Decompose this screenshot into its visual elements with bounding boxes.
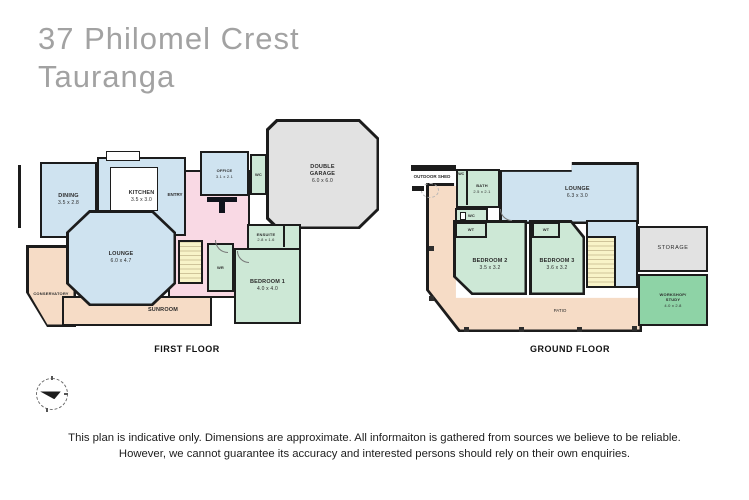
page-title: 37 Philomel Crest Tauranga [38, 20, 300, 96]
patio-post [632, 326, 637, 331]
room-dims: 6.3 x 3.0 [566, 193, 588, 200]
room-dims: 2.8 x 1.6 [257, 237, 275, 242]
title-city: Tauranga [38, 58, 176, 94]
room-label: CONSERVATORY [33, 291, 69, 297]
patio-post [429, 296, 434, 301]
toilet-fixture [460, 212, 466, 220]
patio-post [429, 246, 434, 251]
room-label: WC [467, 212, 476, 218]
compass-icon [34, 376, 70, 412]
room-label: BEDROOM 1 [249, 279, 286, 286]
desk-top [207, 197, 237, 202]
room-label: SUNROOM [147, 307, 179, 314]
room-label: WC [254, 171, 263, 177]
room-label: BEDROOM 3 [539, 257, 575, 264]
room-bedroom3: BEDROOM 3 3.6 x 3.2 [529, 220, 585, 295]
staircase-ground-floor [586, 236, 616, 288]
room-dims: 4.0 x 4.0 [257, 286, 278, 293]
room-wt1: WT [455, 222, 487, 238]
room-office: OFFICE 3.1 x 2.1 [200, 151, 249, 196]
room-dims: 2.5 x 2.1 [473, 188, 491, 194]
room-conservatory: CONSERVATORY [26, 245, 76, 327]
room-label: DINING [58, 193, 79, 200]
room-bath: BATH 2.5 x 2.1 [456, 169, 500, 208]
room-garage: DOUBLE GARAGE 6.0 x 6.0 [266, 119, 379, 229]
room-dims: 3.1 x 2.1 [215, 173, 234, 179]
patio-post [519, 327, 524, 332]
ground-floor-caption: GROUND FLOOR [530, 344, 610, 354]
patio-post [577, 327, 582, 332]
room-dims: 3.5 x 3.2 [479, 264, 501, 271]
disclaimer-line2: However, we cannot guarantee its accurac… [118, 447, 631, 460]
room-dims: 3.5 x 2.8 [58, 200, 79, 207]
room-ensuite: ENSUITE 2.8 x 1.6 [247, 224, 301, 250]
hwc-divider [466, 171, 468, 205]
room-label: WT [467, 227, 475, 233]
room-label: WR [216, 264, 225, 270]
kitchen-counter [110, 167, 158, 211]
room-lounge-first: LOUNGE 6.0 x 4.7 [66, 210, 176, 306]
room-label: OFFICE [216, 168, 233, 174]
room-dims: 6.0 x 6.0 [312, 177, 333, 184]
room-label: BATH [476, 183, 488, 189]
room-workshop: WORKSHOP/ STUDY 4.0 x 2.8 [638, 274, 708, 326]
outdoor-shed-label: OUTDOOR SHED [413, 174, 451, 179]
room-label: STORAGE [657, 245, 689, 252]
deck-wall [18, 165, 21, 228]
kitchen-bay-window [106, 151, 140, 161]
room-entry-label: ENTRY [167, 192, 183, 197]
room-dims: 3.5 x 3.0 [131, 196, 152, 203]
room-storage: STORAGE [638, 226, 708, 272]
room-hwc-label: HWC [455, 172, 465, 176]
shower-divider [283, 226, 285, 247]
room-label2: GARAGE [309, 170, 336, 177]
room-wc-first: WC [250, 154, 267, 195]
room-bedroom2: BEDROOM 2 3.5 x 3.2 [453, 220, 527, 295]
disclaimer: This plan is indicative only. Dimensions… [0, 431, 749, 462]
room-label: LOUNGE [565, 186, 590, 193]
room-label2: STUDY [665, 297, 681, 303]
shed-wall [411, 165, 456, 171]
desk-stem [219, 202, 225, 213]
room-dims: 3.6 x 3.2 [546, 264, 568, 271]
room-label: ENSUITE [256, 231, 276, 237]
staircase-first-floor [178, 240, 203, 284]
patio-post [464, 327, 469, 332]
first-floor-caption: FIRST FLOOR [154, 344, 220, 354]
room-label: WORKSHOP/ [659, 292, 687, 298]
room-wc-ground: WC [455, 208, 488, 223]
room-label: KITCHEN [128, 189, 155, 196]
room-label: LOUNGE [108, 251, 134, 258]
title-address: 37 Philomel Crest [38, 21, 300, 56]
room-label: DOUBLE [310, 163, 335, 170]
room-dims: 4.0 x 2.8 [664, 302, 682, 308]
shed-wall [412, 186, 424, 191]
room-patio-label: PATIO [553, 308, 567, 313]
room-dims: 6.0 x 4.7 [110, 258, 132, 265]
room-label: WT [542, 227, 550, 233]
disclaimer-line1: This plan is indicative only. Dimensions… [68, 432, 681, 444]
room-lounge-ground: LOUNGE 6.3 x 3.0 [499, 162, 639, 224]
room-label: BEDROOM 2 [472, 257, 508, 264]
room-wt2: WT [532, 222, 560, 238]
